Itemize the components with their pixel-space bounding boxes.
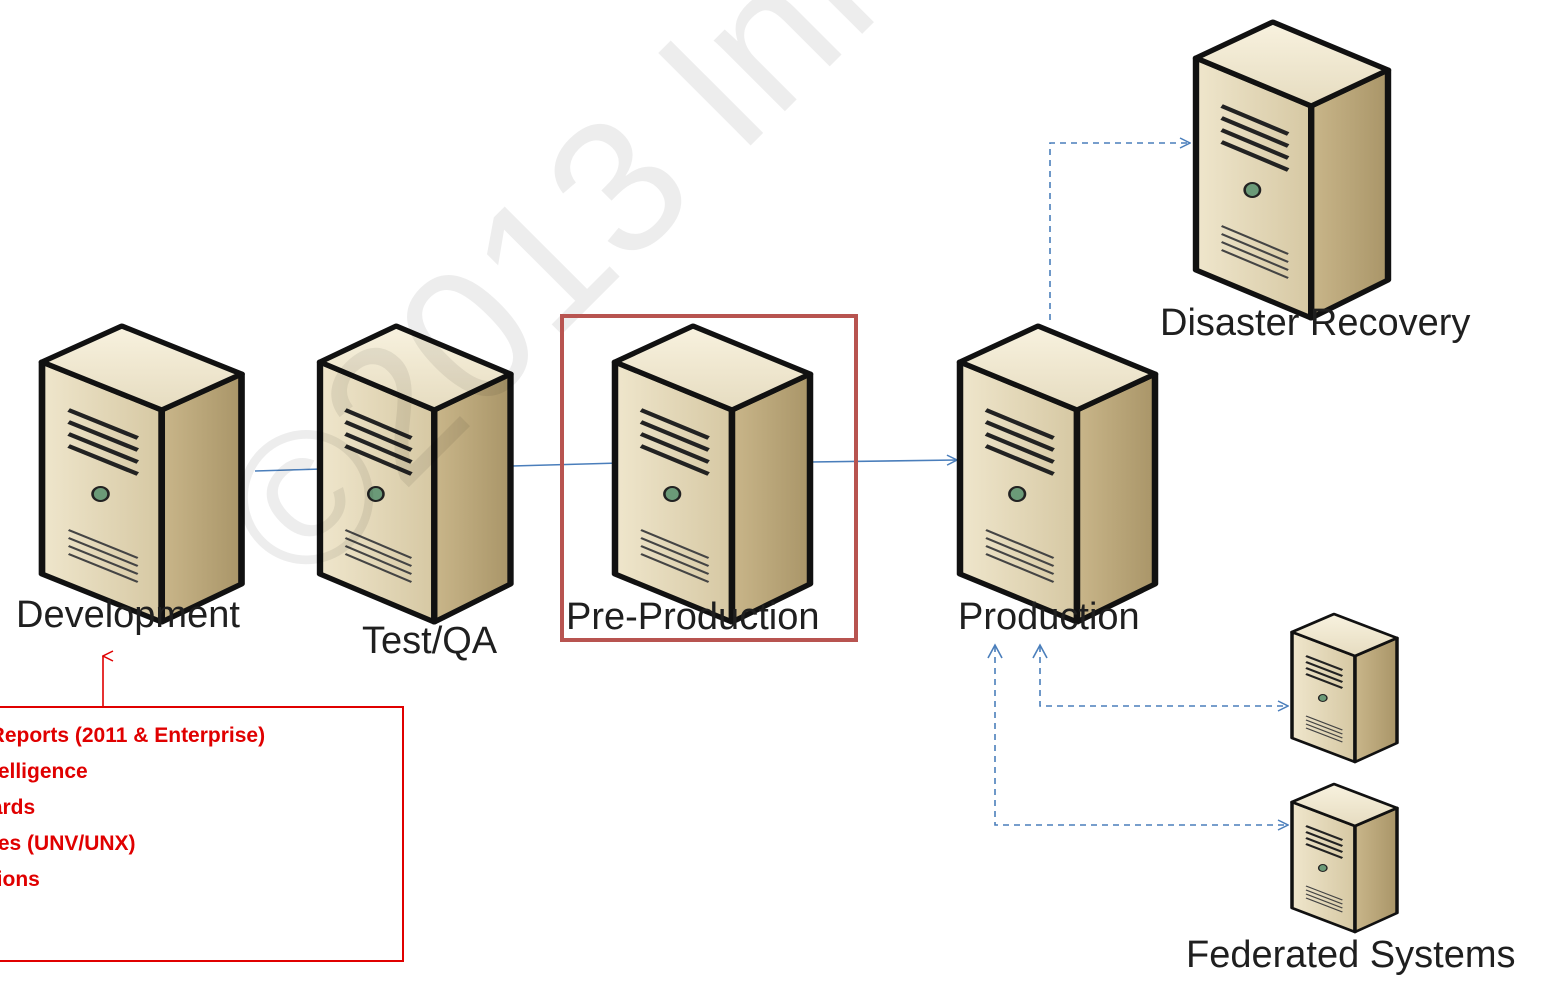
callout-item: ctions [0,868,40,891]
server-federated-1-icon [1290,612,1399,764]
label-test-qa: Test/QA [362,620,498,662]
flow-arrow-preprod-prod [809,460,957,462]
pre-production-highlight-box [560,314,858,642]
callout-item: rses (UNV/UNX) [0,832,136,855]
callout-item: oards [0,796,36,819]
dashed-arrow-prod-dr [1049,143,1190,320]
flow-line-test-preprod [511,462,621,467]
server-federated-2-icon [1290,782,1399,934]
label-federated-systems: Federated Systems [1186,934,1516,976]
callout-item: l Reports (2011 & Enterprise) [0,724,266,747]
label-disaster-recovery: Disaster Recovery [1160,302,1471,344]
server-production-icon [960,326,1155,622]
server-disaster-recovery-icon [1196,22,1388,318]
arrowhead-up-icon [987,643,1003,659]
dashed-arrow-prod-federated-2 [994,646,1288,825]
callout-box [0,706,404,962]
label-development: Development [16,594,240,636]
label-pre-production: Pre-Production [566,596,820,638]
callout-item: ntelligence [0,760,88,783]
label-production: Production [958,596,1140,638]
arrowhead-up-icon [1032,643,1048,659]
callout-list: l Reports (2011 & Enterprise) ntelligenc… [0,718,265,898]
dashed-arrow-prod-federated-1 [1039,646,1288,706]
flow-line-dev-test [254,468,323,472]
